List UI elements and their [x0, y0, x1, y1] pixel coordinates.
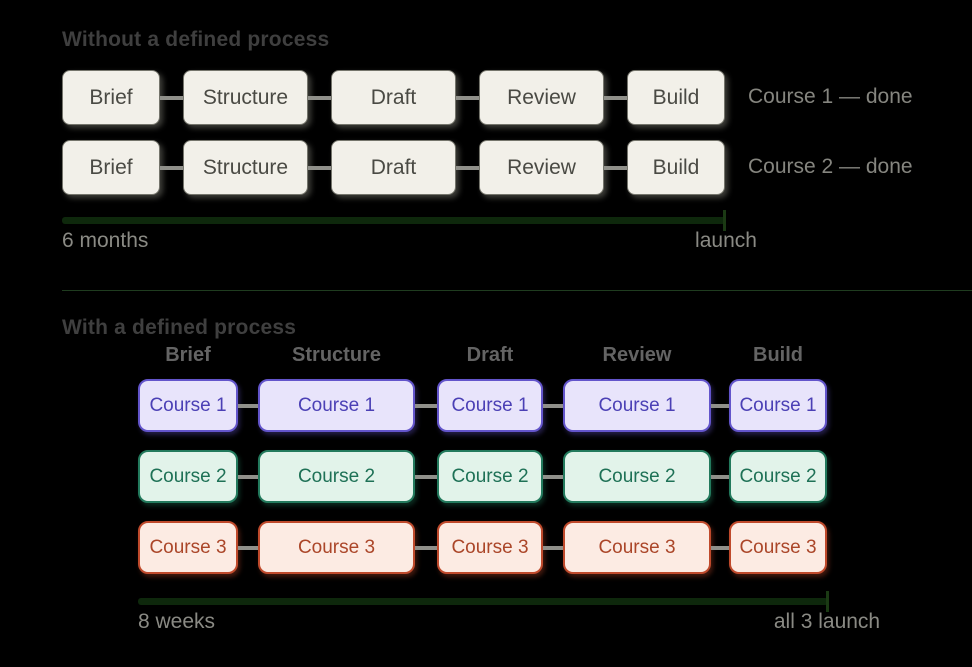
step-box-structure: Structure: [183, 70, 308, 125]
step-box-build: Build: [627, 70, 725, 125]
connector-line: [415, 475, 437, 479]
step-box-draft: Draft: [331, 70, 456, 125]
course3-cell: Course 3: [563, 521, 711, 574]
connector-line: [711, 475, 729, 479]
course2-cell: Course 2: [258, 450, 415, 503]
course3-cell: Course 3: [729, 521, 827, 574]
connector-line: [160, 96, 183, 100]
connector-line: [543, 475, 563, 479]
connector-line: [456, 96, 479, 100]
column-header-brief: Brief: [165, 344, 211, 366]
column-header-build: Build: [753, 344, 803, 366]
course2-done-label: Course 2 — done: [748, 155, 913, 178]
timeline-start-label: 8 weeks: [138, 610, 216, 633]
course3-cell: Course 3: [437, 521, 543, 574]
connector-line: [415, 404, 437, 408]
step-box-build: Build: [627, 140, 725, 195]
step-box-review: Review: [479, 140, 604, 195]
connector-line: [604, 166, 627, 170]
step-box-brief: Brief: [62, 70, 160, 125]
connector-line: [543, 546, 563, 550]
column-header-draft: Draft: [466, 344, 514, 366]
step-box-brief: Brief: [62, 140, 160, 195]
timeline-end-label: all 3 launch: [773, 610, 881, 633]
course1-done-label: Course 1 — done: [748, 85, 913, 108]
course2-cell: Course 2: [138, 450, 238, 503]
bottom-section-heading: With a defined process: [62, 316, 297, 339]
connector-line: [308, 96, 331, 100]
step-box-draft: Draft: [331, 140, 456, 195]
course1-cell: Course 1: [258, 379, 415, 432]
top-section-heading: Without a defined process: [62, 28, 330, 51]
step-box-review: Review: [479, 70, 604, 125]
timeline-end-tick: [826, 591, 829, 612]
connector-line: [238, 404, 258, 408]
course1-cell: Course 1: [437, 379, 543, 432]
connector-line: [604, 96, 627, 100]
course3-cell: Course 3: [258, 521, 415, 574]
connector-line: [308, 166, 331, 170]
course3-cell: Course 3: [138, 521, 238, 574]
column-header-structure: Structure: [292, 344, 381, 366]
connector-line: [543, 404, 563, 408]
timeline-end-label: launch: [695, 229, 757, 252]
course1-cell: Course 1: [563, 379, 711, 432]
connector-line: [711, 404, 729, 408]
connector-line: [711, 546, 729, 550]
course2-cell: Course 2: [563, 450, 711, 503]
connector-line: [238, 475, 258, 479]
course2-cell: Course 2: [437, 450, 543, 503]
connector-line: [238, 546, 258, 550]
timeline-bar-bottom: [138, 598, 828, 605]
timeline-bar-top: [62, 217, 726, 224]
course2-cell: Course 2: [729, 450, 827, 503]
column-header-review: Review: [602, 344, 672, 366]
step-box-structure: Structure: [183, 140, 308, 195]
timeline-start-label: 6 months: [62, 229, 149, 252]
course1-cell: Course 1: [138, 379, 238, 432]
connector-line: [415, 546, 437, 550]
connector-line: [456, 166, 479, 170]
connector-line: [160, 166, 183, 170]
course1-cell: Course 1: [729, 379, 827, 432]
timeline-end-tick: [723, 210, 726, 231]
section-divider: [62, 290, 972, 291]
